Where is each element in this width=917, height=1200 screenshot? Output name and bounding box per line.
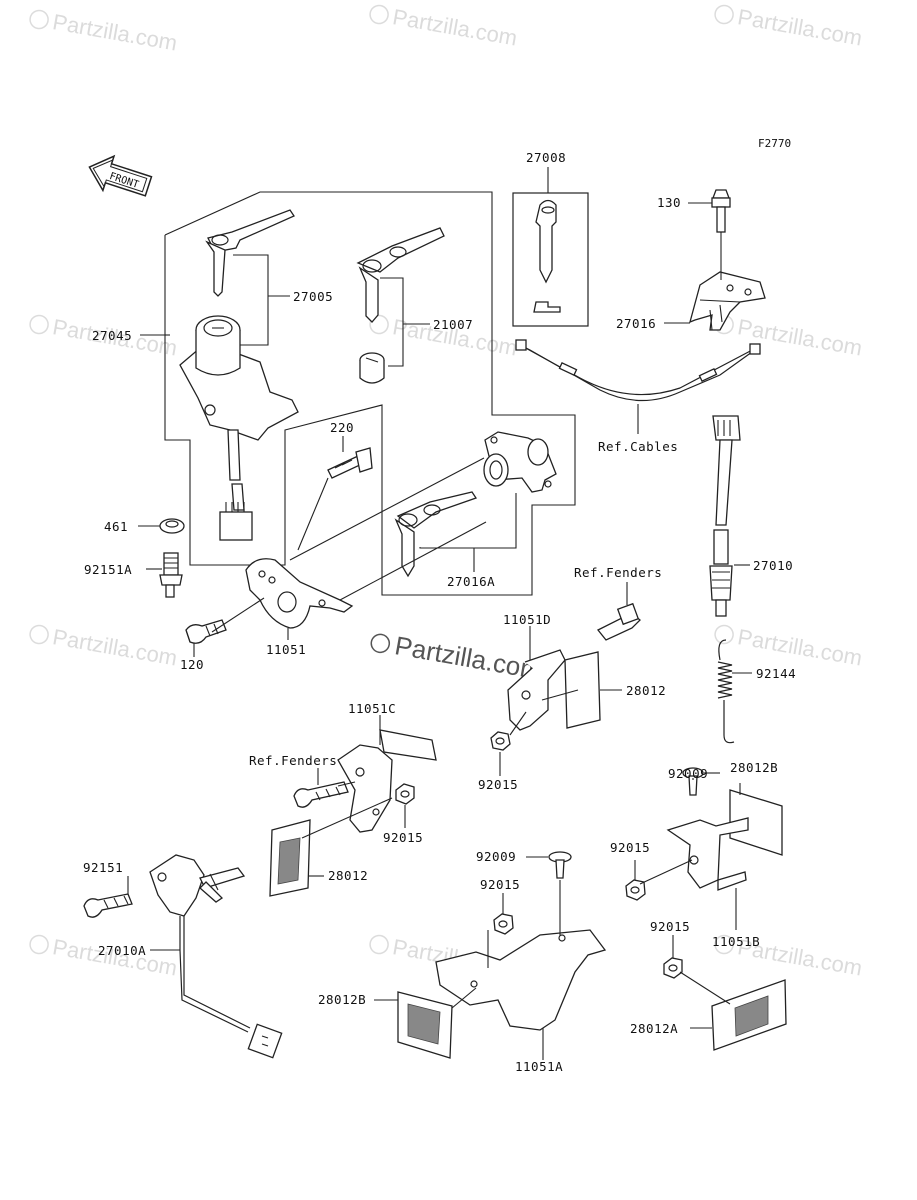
label-120: 120 [180,657,204,672]
screw-92009-a [682,767,704,796]
bracket-27016 [689,271,766,331]
bolt-220 [327,447,373,479]
bolt-130 [711,189,731,233]
cable-ref [515,339,761,402]
keys-21007 [356,227,445,323]
pad-28012-b [269,819,311,897]
bracket-11051 [245,558,354,629]
figure-code: F2770 [758,137,791,150]
part-labels: 27008 130 27016 27045 27005 21007 220 Re… [83,150,796,1074]
watermark-text: Partzilla.com [51,9,179,55]
label-27010A: 27010A [98,943,146,958]
keys-27005 [205,209,295,297]
label-27045: 27045 [92,328,132,343]
switch-27010A [149,854,283,1059]
front-arrow-icon: FRONT [88,154,153,197]
label-11051B: 11051B [712,934,760,949]
label-28012-a: 28012 [626,683,666,698]
kit-outline-27045 [164,191,576,596]
label-21007: 21007 [433,317,473,332]
label-28012B-a: 28012B [730,760,778,775]
label-11051A: 11051A [515,1059,563,1074]
seat-lock-27016A [483,431,557,493]
label-ref-cables: Ref.Cables [598,439,678,454]
washer-461 [159,518,185,534]
label-220: 220 [330,420,354,435]
label-92015-d: 92015 [610,840,650,855]
pad-28012B-b [397,991,453,1059]
label-28012-b: 28012 [328,868,368,883]
bolt-120 [185,619,227,644]
nut-92015-d [625,879,646,901]
ignition-switch-27045 [179,315,299,541]
label-92009-b: 92009 [476,849,516,864]
pad-28012-top [564,651,601,729]
label-27005: 27005 [293,289,333,304]
lock-cap-21007 [359,352,385,384]
label-ref-fenders-1: Ref.Fenders [574,565,662,580]
nut-92015-b [395,783,415,805]
label-11051: 11051 [266,642,306,657]
bracket-11051A [435,929,607,1031]
label-92009-a: 92009 [668,766,708,781]
key-box-27008 [512,192,589,327]
nut-92015-e [663,957,683,979]
keys-27016A [394,491,478,578]
leader-lines [127,167,752,1060]
label-27016A: 27016A [447,574,495,589]
center-watermark: Partzilla.com [370,630,544,686]
label-130: 130 [657,195,681,210]
label-92151: 92151 [83,860,123,875]
screw-92009-b [548,851,572,879]
label-28012A: 28012A [630,1021,678,1036]
label-ref-fenders-2: Ref.Fenders [249,753,337,768]
label-27016: 27016 [616,316,656,331]
bracket-11051B [666,817,749,891]
watermark-text: Partzilla.com [51,624,179,670]
label-28012B-b: 28012B [318,992,366,1007]
label-92151A: 92151A [84,562,132,577]
label-92144: 92144 [756,666,796,681]
label-11051D: 11051D [503,612,551,627]
pad-28012A [711,979,787,1051]
label-92015-c: 92015 [480,877,520,892]
switch-27010 [709,415,741,617]
watermark-text: Partzilla.com [736,4,864,50]
watermark-text: Partzilla.com [391,4,519,50]
bolt-ref-fenders-2 [293,781,349,808]
nut-92015-c [493,913,514,935]
bracket-11051C [337,729,437,833]
nut-92015-a [490,731,511,751]
label-27010: 27010 [753,558,793,573]
label-461: 461 [104,519,128,534]
spring-92144 [717,639,735,744]
bolt-92151 [83,893,133,918]
watermark-text: Partzilla.com [736,624,864,670]
bolt-92151A [159,552,183,598]
label-92015-b: 92015 [383,830,423,845]
bracket-11051D [507,602,641,731]
label-27008: 27008 [526,150,566,165]
label-92015-a: 92015 [478,777,518,792]
label-11051C: 11051C [348,701,396,716]
label-92015-e: 92015 [650,919,690,934]
